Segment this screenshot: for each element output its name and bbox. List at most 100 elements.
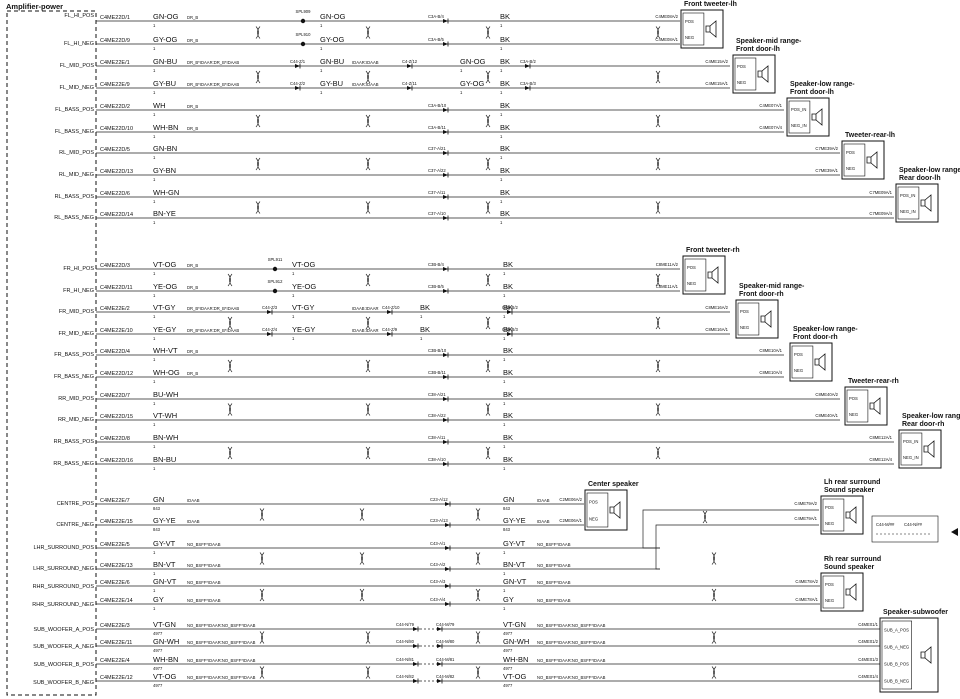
speaker-pin-label: POS_IN xyxy=(791,107,806,112)
twist-marker xyxy=(655,70,661,84)
splice-label: SPL909 xyxy=(296,9,312,14)
pin-label: RHR_SURROUND_POS xyxy=(33,584,95,590)
speaker-icon xyxy=(866,151,878,169)
twist-marker xyxy=(655,114,661,128)
twist-marker xyxy=(655,446,661,460)
legend-a: C44-M/## xyxy=(876,522,895,527)
pin-label: RL_BASS_POS xyxy=(55,194,95,200)
twist-marker xyxy=(227,273,233,287)
wire-start-connector: C4ME22D/12 xyxy=(100,371,133,377)
speaker-pin-label: POS xyxy=(825,582,834,587)
wire-option-1: IDAAB xyxy=(187,498,200,503)
wire-option-1: NO_BSFF*IDAAB xyxy=(187,598,221,603)
twist-marker xyxy=(485,446,491,460)
wire-color-1: GY-VT xyxy=(153,539,176,548)
wire-color-2: VT-GN xyxy=(503,620,526,629)
speaker-pin-label: NEG xyxy=(589,517,598,522)
wire-connector: C38-A/21 xyxy=(428,392,446,397)
speaker-icon xyxy=(707,266,719,284)
wire-color-2: BK xyxy=(500,123,510,132)
wire-color-1: VT-OG xyxy=(153,260,177,269)
connector-arrow-icon xyxy=(443,267,448,271)
wire-start-connector: C4ME22E/9 xyxy=(100,82,130,88)
lhr-end-connector: C4ME79A/2 xyxy=(794,501,817,506)
connector-arrow-icon xyxy=(443,418,448,422)
wire-start-connector: C4ME22E/15 xyxy=(100,519,133,525)
inline-connector: C44-Z/4 xyxy=(262,327,278,332)
connector-arrow-icon xyxy=(445,584,450,588)
twist-marker xyxy=(255,70,261,84)
wire-color-2: BK xyxy=(503,260,513,269)
wire-start-connector: C4ME22E/6 xyxy=(100,580,130,586)
wire-number-mid: 1 xyxy=(292,293,295,298)
twist-marker xyxy=(475,552,481,565)
twist-marker xyxy=(359,508,365,521)
wire-color-1: YE-OG xyxy=(153,282,177,291)
twist-marker xyxy=(259,631,265,644)
wire-end-connector: C8ME11A/1 xyxy=(656,284,679,289)
wire-option-2: NO_BSFF*IDAAR:NO_BSFF*IDAAB xyxy=(537,623,606,628)
lhr-link-neg xyxy=(655,524,819,570)
wire-color-2: BK xyxy=(500,35,510,44)
speaker-title: Speaker-low range- xyxy=(899,167,960,174)
twist-marker xyxy=(255,157,261,171)
sub-connector-n: C44-N/81 xyxy=(396,657,415,662)
speaker-pin-label: POS xyxy=(685,19,694,24)
speaker-pin-label: NEG_IN xyxy=(900,209,916,214)
wire-option-1: DR_B xyxy=(187,371,198,376)
speaker-title: Sound speaker xyxy=(824,564,874,571)
speaker-title: Speaker-low range- xyxy=(790,81,855,88)
speaker-title: Rear door-lh xyxy=(899,175,941,182)
speaker-pin-label: NEG xyxy=(687,281,696,286)
twist-marker xyxy=(485,316,491,330)
wire-number-2: 4977 xyxy=(503,666,513,671)
twist-marker xyxy=(655,201,661,214)
wire-color-2: GN-VT xyxy=(503,577,527,586)
wire-start-connector: C4ME22D/4 xyxy=(100,349,130,355)
speaker-pin-block xyxy=(684,258,707,292)
speaker-icon xyxy=(757,65,769,83)
speaker-pin-block xyxy=(734,57,757,91)
wire-number-mid: 1 xyxy=(460,90,463,95)
twist-marker xyxy=(365,157,371,171)
wire-number-2: 1 xyxy=(500,112,503,117)
twist-marker xyxy=(485,26,491,39)
twist-marker xyxy=(227,359,233,373)
wire-color-2: BK xyxy=(500,79,510,88)
wire-number-2: 1 xyxy=(500,155,503,160)
wire-number-2: 1 xyxy=(503,379,506,384)
wire-color-2: BK xyxy=(500,12,510,21)
wire-number-1: 1 xyxy=(153,588,156,593)
wire-number-1: 1 xyxy=(153,271,156,276)
connector-arrow-icon xyxy=(437,679,442,683)
connector-arrow-icon xyxy=(443,151,448,155)
speaker-pin-label: NEG xyxy=(740,325,749,330)
wire-color-mid: VT-GY xyxy=(292,303,315,312)
twist-marker xyxy=(485,359,491,373)
wire-color-1: GN-VT xyxy=(153,577,177,586)
pin-label: FR_MID_POS xyxy=(59,309,94,315)
wire-connector: C43-A/1 xyxy=(430,541,446,546)
wire-number-2: 1 xyxy=(503,314,506,319)
twist-marker xyxy=(711,631,717,644)
twist-marker xyxy=(359,552,365,565)
wire-color-1: BN-YE xyxy=(153,209,176,218)
twist-marker xyxy=(227,403,233,416)
speaker-pin-label: SUB_B_POS xyxy=(884,662,909,667)
wire-option-1: DR_B*IDAAR:DR_B*IDAAB xyxy=(187,306,239,311)
twist-marker xyxy=(259,588,265,602)
speaker-pin-block xyxy=(788,100,811,134)
wire-option-2: NO_BSFF*IDAAR:NO_BSFF*IDAAB xyxy=(537,658,606,663)
wire-start-connector: C4ME22E/3 xyxy=(100,623,130,629)
twist-marker xyxy=(475,588,481,602)
pin-label: RL_MID_POS xyxy=(59,150,94,156)
twist-marker xyxy=(365,446,371,460)
connector-arrow-icon xyxy=(443,353,448,357)
inline-connector: C3A-B/3 xyxy=(520,81,536,86)
